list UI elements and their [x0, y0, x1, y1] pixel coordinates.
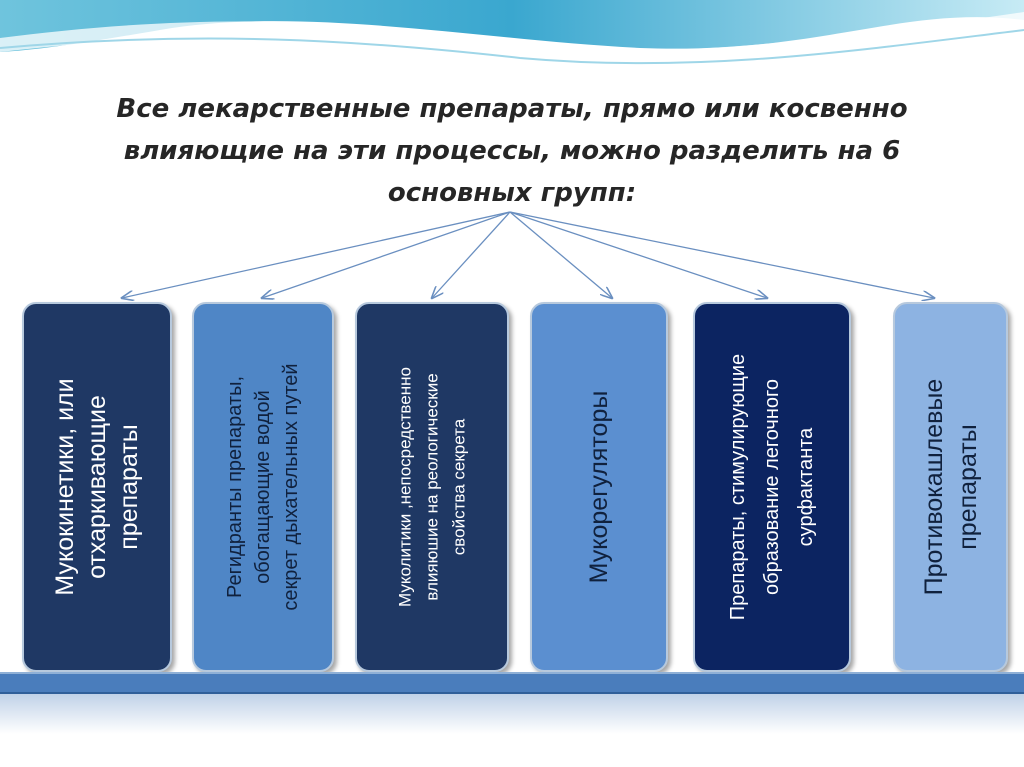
group-label-antitussives: Противокашлевые препараты [919, 378, 982, 596]
arrow-to-group-3 [432, 211, 511, 298]
group-label-surfactant-stimulants: Препараты, стимулирующие образование лег… [727, 353, 817, 621]
header-wave-decoration [0, 0, 1024, 65]
base-shelf-reflection [0, 694, 1024, 734]
group-label-mucoregulators: Мукорегуляторы [585, 390, 613, 584]
arrow-to-group-5 [509, 211, 767, 298]
group-box-mucolytics: Муколитики ,непосредственно влияюшие на … [355, 302, 509, 672]
arrow-to-group-2 [262, 211, 511, 298]
group-label-mucokinetics: Мукокинетики, или отхаркивающие препарат… [51, 378, 143, 596]
group-box-rehydrants: Регидранты препараты, обогащающие водой … [192, 302, 334, 672]
arrow-to-group-1 [122, 211, 511, 298]
group-box-antitussives: Противокашлевые препараты [893, 302, 1008, 672]
arrow-to-group-4 [509, 211, 612, 298]
arrow-to-group-6 [509, 211, 934, 298]
page-title: Все лекарственные препараты, прямо или к… [116, 94, 908, 208]
group-box-mucoregulators: Мукорегуляторы [530, 302, 668, 672]
group-box-mucokinetics: Мукокинетики, или отхаркивающие препарат… [22, 302, 172, 672]
group-box-surfactant-stimulants: Препараты, стимулирующие образование лег… [693, 302, 851, 672]
base-shelf [0, 672, 1024, 694]
group-label-rehydrants: Регидранты препараты, обогащающие водой … [224, 363, 302, 611]
group-label-mucolytics: Муколитики ,непосредственно влияюшие на … [395, 367, 469, 607]
